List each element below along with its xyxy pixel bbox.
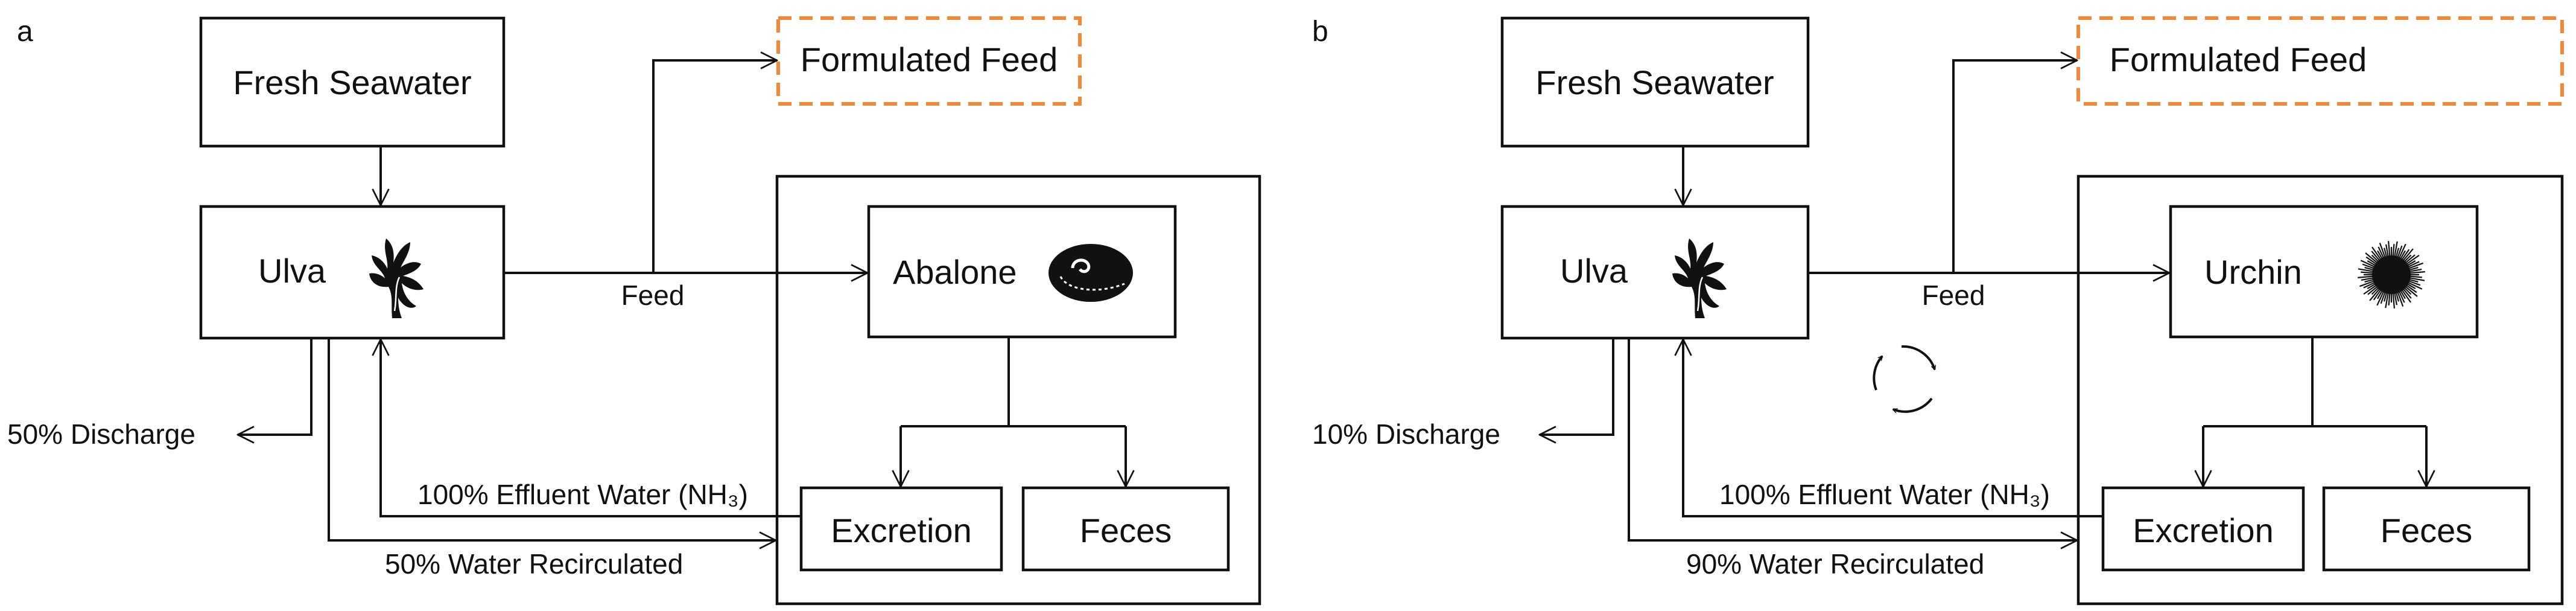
- formulated-feed-box: [776, 16, 1082, 106]
- ulva-box: [1500, 205, 1810, 340]
- discharge-label: 10% Discharge: [1312, 418, 1500, 450]
- effluent-label: 100% Effluent Water (NH₃): [1719, 479, 2050, 510]
- abalone-icon: [1048, 244, 1133, 302]
- excretion-label: Excretion: [831, 511, 971, 549]
- discharge-label: 50% Discharge: [7, 418, 195, 450]
- urchin-label: Urchin: [2204, 253, 2302, 291]
- recirculated-label: 50% Water Recirculated: [385, 548, 683, 580]
- ulva-box: [199, 205, 506, 340]
- discharge-arrow: [1540, 338, 1614, 435]
- urchin-icon: [2358, 241, 2425, 309]
- feces-box: [2322, 486, 2531, 572]
- feed-label: Feed: [621, 280, 685, 311]
- recirculated-arrow: [1628, 338, 2077, 540]
- seaweed-icon: [369, 238, 424, 318]
- fresh-seawater-box: [199, 16, 506, 148]
- panel-letter: a: [17, 16, 33, 48]
- formulated-feed-box: [2076, 16, 2564, 106]
- to-formulated-arrow: [652, 60, 777, 273]
- ulva-label: Ulva: [258, 252, 326, 290]
- excretion-label: Excretion: [2133, 511, 2273, 549]
- to-formulated-arrow: [1952, 60, 2077, 273]
- recirculated-arrow: [328, 338, 776, 540]
- feces-box: [1021, 486, 1230, 572]
- recycle-arrows-icon: [1873, 345, 1935, 412]
- panel-b: b Fresh Seawater Ulva Formulated Feed Ur…: [1312, 16, 2564, 606]
- excretion-box: [799, 486, 1003, 572]
- seaweed-icon: [1672, 238, 1727, 318]
- recirculated-label: 90% Water Recirculated: [1686, 548, 1984, 580]
- effluent-label: 100% Effluent Water (NH₃): [417, 479, 748, 510]
- effluent-arrow: [1683, 339, 2103, 517]
- urchin-box: [2169, 205, 2479, 339]
- fresh-seawater-label: Fresh Seawater: [233, 63, 471, 101]
- feed-label: Feed: [1922, 280, 1985, 311]
- discharge-arrow: [238, 338, 312, 435]
- animal-split-line: [2203, 337, 2426, 427]
- feces-label: Feces: [1080, 511, 1172, 549]
- fresh-seawater-label: Fresh Seawater: [1535, 63, 1774, 101]
- formulated-feed-label: Formulated Feed: [2110, 40, 2367, 78]
- abalone-label: Abalone: [893, 253, 1017, 291]
- animal-split-line: [901, 337, 1126, 427]
- panel-a: a Fresh Seawater Ulva Formulated Feed Ab…: [7, 16, 1261, 606]
- effluent-arrow: [381, 339, 801, 517]
- formulated-feed-label: Formulated Feed: [801, 40, 1058, 78]
- panel-letter: b: [1312, 16, 1328, 48]
- ulva-label: Ulva: [1560, 252, 1628, 290]
- excretion-box: [2101, 486, 2305, 572]
- feces-label: Feces: [2381, 511, 2473, 549]
- fresh-seawater-box: [1500, 16, 1810, 148]
